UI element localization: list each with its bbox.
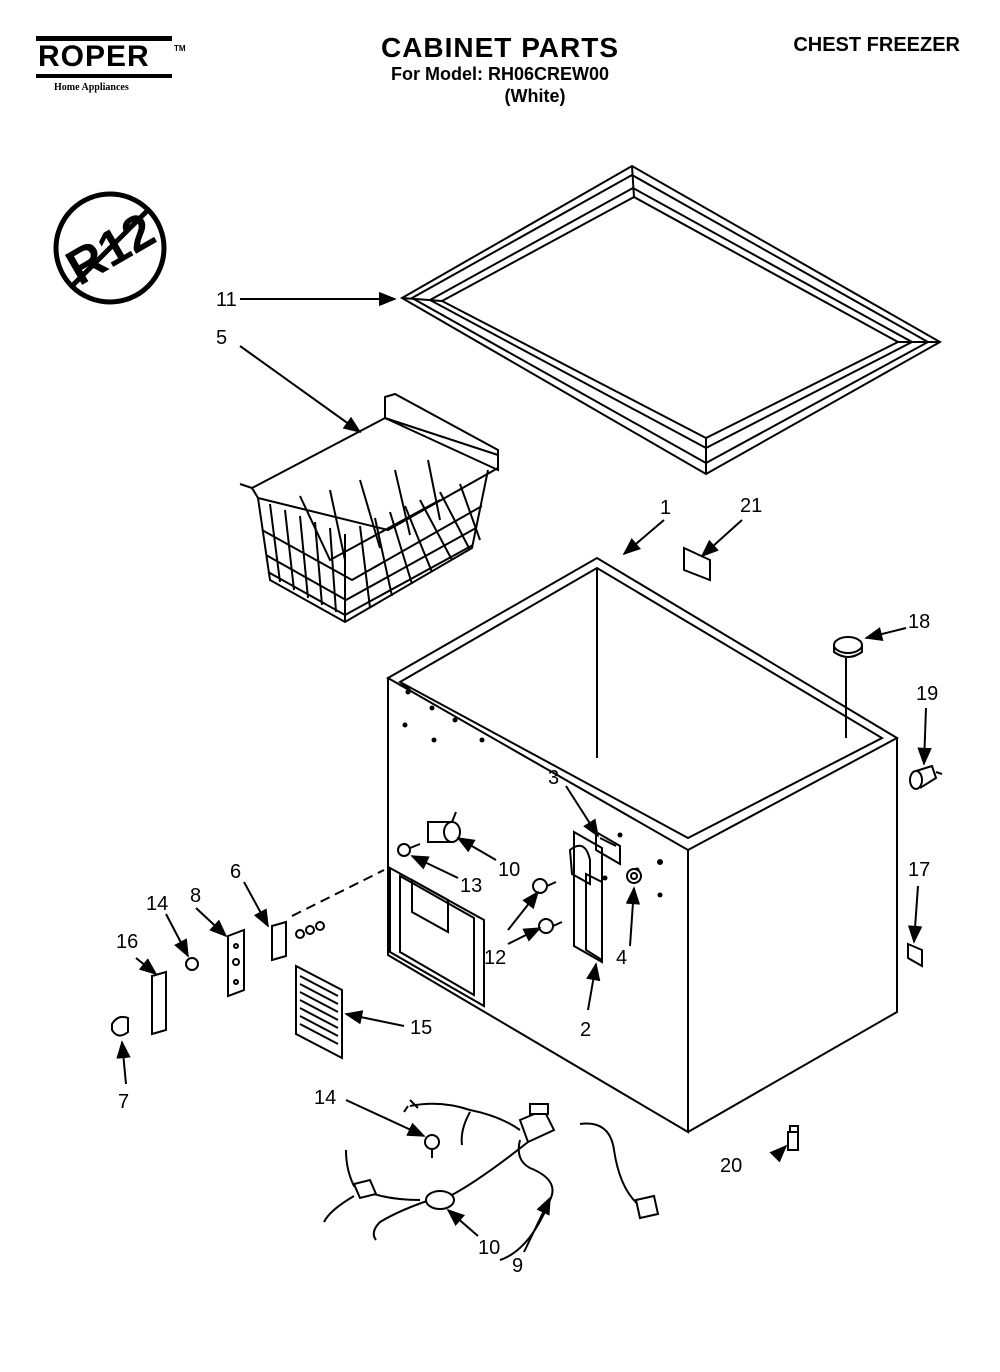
grille-part-15 xyxy=(295,964,343,1060)
wire-basket-part-5 xyxy=(239,392,499,624)
cabinet-part-1 xyxy=(385,556,900,1134)
callout-14-upper: 13 xyxy=(460,875,482,897)
callout-10-lower: 10 xyxy=(478,1237,500,1259)
drain-cap-part-19 xyxy=(909,764,943,790)
callout-11: 11 xyxy=(216,289,237,311)
callout-14-lower: 14 xyxy=(314,1087,336,1109)
model-color: (White) xyxy=(504,86,566,106)
brand-logo: ROPER TM Home Appliances xyxy=(32,36,186,98)
callout-17: 17 xyxy=(908,859,930,881)
logo-trademark: TM xyxy=(174,44,186,53)
lid-gasket-part-11 xyxy=(399,164,943,476)
callout-9: 9 xyxy=(512,1255,523,1277)
callout-15: 15 xyxy=(410,1017,432,1039)
page-title: CABINET PARTS xyxy=(380,32,620,63)
callout-16: 16 xyxy=(116,931,138,953)
control-parts-6-7-8-12-16 xyxy=(111,869,385,1037)
callout-3: 3 xyxy=(548,767,559,789)
callout-20: 20 xyxy=(720,1155,742,1177)
callout-18: 18 xyxy=(908,611,930,633)
thermostat-part-10-upper xyxy=(397,811,461,857)
wiring-harness-part-9 xyxy=(323,1099,660,1261)
drain-plug-part-18 xyxy=(833,636,863,738)
product-type: CHEST FREEZER xyxy=(793,34,960,56)
part-20 xyxy=(787,1125,799,1151)
model-number: For Model: RH06CREW00 xyxy=(390,64,610,84)
hinge-assembly-parts-2-3-4-13 xyxy=(532,830,663,964)
logo-wordmark: ROPER xyxy=(38,40,150,73)
clip-part-17 xyxy=(907,942,923,968)
logo-rule-bottom xyxy=(36,74,172,78)
leader-lines xyxy=(116,291,932,1253)
logo-rule-top xyxy=(36,36,172,41)
callout-8: 8 xyxy=(190,885,201,907)
callout-13: 12 xyxy=(484,947,506,969)
callout-5: 5 xyxy=(216,327,227,349)
callout-6: 6 xyxy=(230,861,241,883)
callout-4: 4 xyxy=(616,947,627,969)
callout-1: 1 xyxy=(660,497,671,519)
callout-19: 19 xyxy=(916,683,938,705)
logo-tagline: Home Appliances xyxy=(54,82,129,93)
callout-2: 2 xyxy=(580,1019,591,1041)
cabinet-holes xyxy=(402,689,663,898)
callout-12: 14 xyxy=(146,893,168,915)
callout-labels: 11 5 1 21 18 19 17 20 3 10 13 12 4 2 6 8… xyxy=(116,289,938,1277)
callout-21: 21 xyxy=(740,495,762,517)
no-r12-badge-icon: R12 xyxy=(53,191,167,305)
callout-7: 7 xyxy=(118,1091,129,1113)
callout-10-upper: 10 xyxy=(498,859,520,881)
